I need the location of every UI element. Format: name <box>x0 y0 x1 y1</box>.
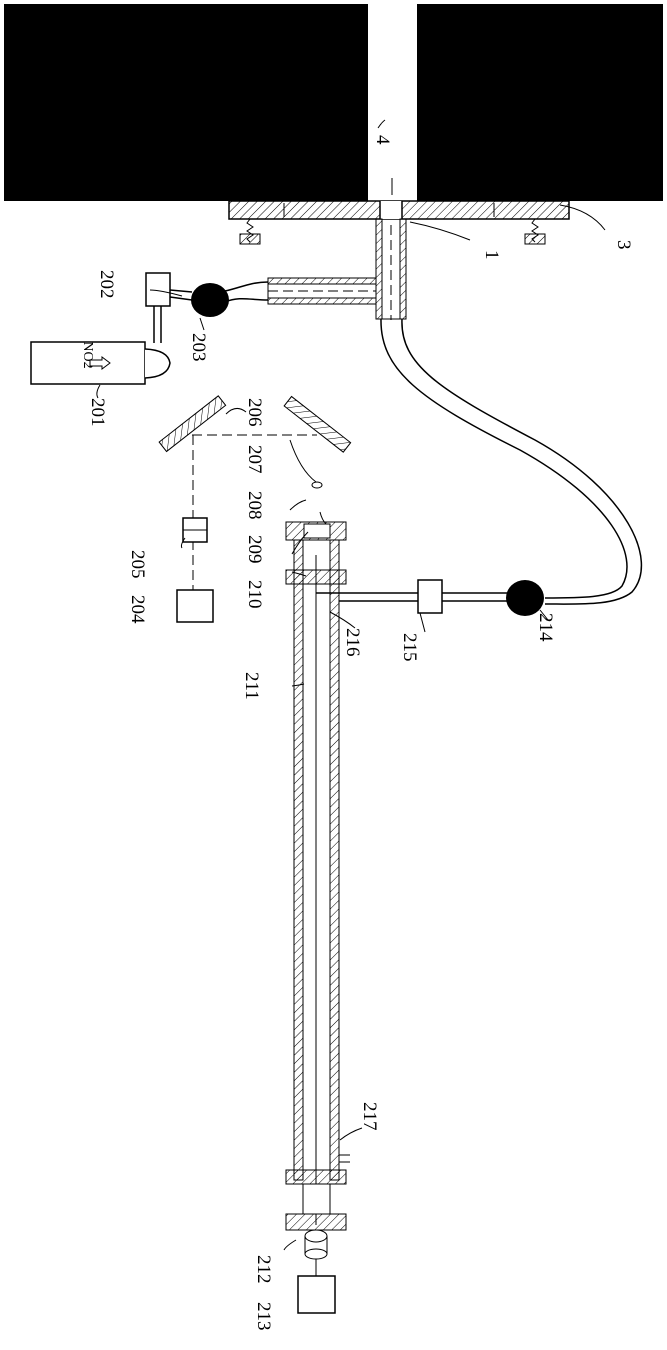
label-204: 204 <box>127 595 148 624</box>
leader-lines <box>97 120 605 1250</box>
black-block-right <box>417 4 663 201</box>
valve-202 <box>146 273 192 343</box>
inlet-line-216 <box>316 580 508 613</box>
detector-213 <box>298 1276 335 1313</box>
label-207: 207 <box>244 445 265 474</box>
tube-211 <box>286 512 346 1259</box>
label-1: 1 <box>481 250 502 260</box>
label-203: 203 <box>188 333 209 362</box>
outlet-pipe <box>268 219 406 320</box>
label-216: 216 <box>342 628 363 657</box>
label-208: 208 <box>244 491 265 520</box>
label-215: 215 <box>399 633 420 662</box>
label-206: 206 <box>244 398 265 427</box>
beam-to-lens <box>290 440 316 482</box>
label-209: 209 <box>244 535 265 564</box>
label-213: 213 <box>253 1302 274 1331</box>
source-204 <box>177 590 213 622</box>
label-210: 210 <box>244 580 265 609</box>
hose-203 <box>225 282 268 302</box>
label-205: 205 <box>127 550 148 579</box>
mirror-206b <box>284 396 350 452</box>
gas-cylinder-201: NO2 <box>31 341 170 384</box>
label-3: 3 <box>613 240 634 250</box>
long-hose <box>381 319 627 598</box>
label-214: 214 <box>535 613 556 642</box>
label-4: 4 <box>372 135 393 145</box>
flange-plate <box>229 201 569 244</box>
pump-214 <box>506 580 544 616</box>
label-217: 217 <box>359 1102 380 1131</box>
label-211: 211 <box>241 672 262 700</box>
label-212: 212 <box>253 1255 274 1284</box>
label-201: 201 <box>87 398 108 427</box>
lens-207 <box>312 482 322 488</box>
label-202: 202 <box>96 270 117 299</box>
mirror-206a <box>159 396 225 452</box>
black-block-left <box>4 4 368 201</box>
pump-203 <box>191 283 229 317</box>
long-hose-inner <box>402 319 641 604</box>
